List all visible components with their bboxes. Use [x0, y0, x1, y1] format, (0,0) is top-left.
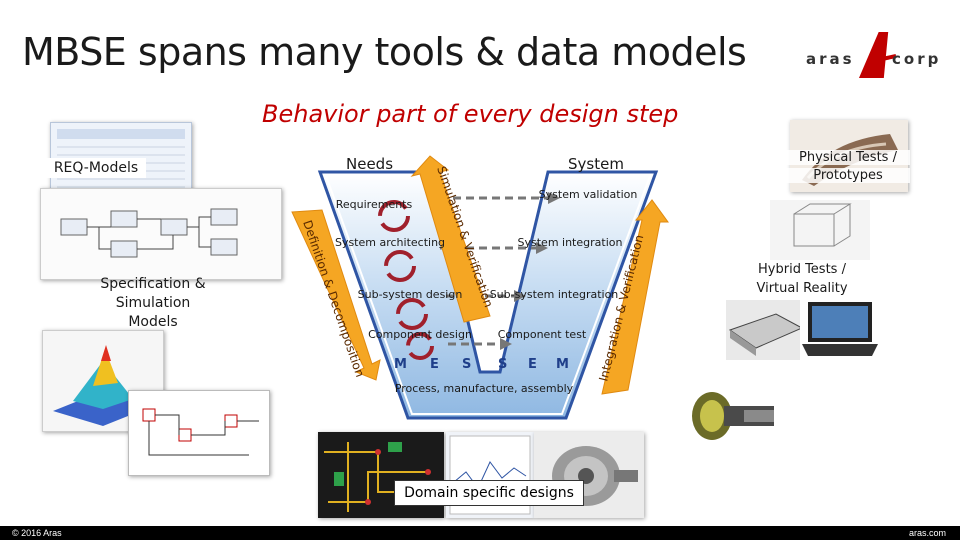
req-models-label: REQ-Models [46, 158, 146, 178]
stage-process-manufacture: Process, manufacture, assembly [395, 382, 574, 395]
stage-subsystem-design: Sub-system design [358, 288, 463, 301]
mesm-right-s: S [498, 357, 507, 372]
laptop-icon [802, 302, 878, 356]
mesm-left-m: M [394, 357, 407, 372]
v-model-diagram: Definition & Decomposition Simulation & … [291, 155, 669, 420]
spec-diagram-screenshot [40, 188, 282, 280]
footer-bar: © 2016 Aras aras.com [0, 526, 960, 540]
spec-sim-label-line3: Models [128, 314, 178, 330]
physical-label-line2: Prototypes [786, 168, 910, 183]
physical-label-line1: Physical Tests / [786, 150, 910, 165]
cycle-icon-2 [384, 250, 416, 282]
integration-arrow [601, 199, 669, 395]
test-rig-icon [728, 313, 804, 356]
slide-title: MBSE spans many tools & data models [22, 30, 747, 74]
v-inner-line [325, 175, 651, 415]
spec-sim-label-line2: Simulation [115, 295, 191, 311]
req-table-icon [57, 129, 185, 188]
cube-wireframe-icon [793, 203, 852, 247]
cycle-arrows [378, 200, 434, 360]
simulink-screenshot [128, 390, 270, 476]
stage-requirements: Requirements [336, 198, 413, 211]
footer-copyright: © 2016 Aras [12, 528, 62, 538]
stage-system-integration: System integration [518, 236, 623, 249]
cycle-icon-1 [378, 200, 410, 232]
stage-component-test: Component test [498, 328, 587, 341]
hybrid-label-line1: Hybrid Tests / [758, 262, 846, 277]
mesm-right-m: M [556, 357, 569, 372]
logo-text-right: corp [892, 50, 941, 68]
spec-sim-label-line1: Specification & [100, 276, 206, 292]
cycle-icon-4 [406, 332, 434, 360]
logo-text-left: aras [806, 50, 855, 68]
stage-system-validation: System validation [539, 188, 638, 201]
verification-arrowheads [500, 192, 560, 350]
slide-subtitle: Behavior part of every design step [262, 100, 679, 128]
logo-a-mark-icon [858, 32, 897, 78]
stage-system-architecting: System architecting [335, 236, 445, 249]
hybrid-label-line2: Virtual Reality [756, 281, 848, 296]
mesm-left-s: S [462, 357, 471, 372]
block-diagram-icon [60, 208, 238, 258]
laptop-image [800, 298, 880, 360]
stage-subsystem-integration: Sub-system integration [490, 288, 619, 301]
domain-designs-label: Domain specific designs [394, 480, 584, 506]
test-rig-image [726, 300, 806, 360]
aras-logo: aras corp [806, 32, 941, 78]
mesm-right-e: E [528, 357, 537, 372]
engine-image [684, 388, 784, 444]
mesm-left-e: E [430, 357, 439, 372]
cycle-icon-3 [396, 298, 428, 330]
v-system-label: System [568, 155, 624, 173]
footer-website: aras.com [908, 528, 946, 538]
definition-arrow [291, 209, 381, 381]
simulation-arrow [410, 155, 491, 323]
signal-diagram-icon [142, 408, 259, 456]
v-needs-label: Needs [346, 155, 393, 173]
vr-cube-image [770, 200, 870, 260]
alternator-cad-image [534, 432, 644, 518]
jet-engine-icon [692, 392, 774, 440]
stage-component-design: Component design [368, 328, 472, 341]
